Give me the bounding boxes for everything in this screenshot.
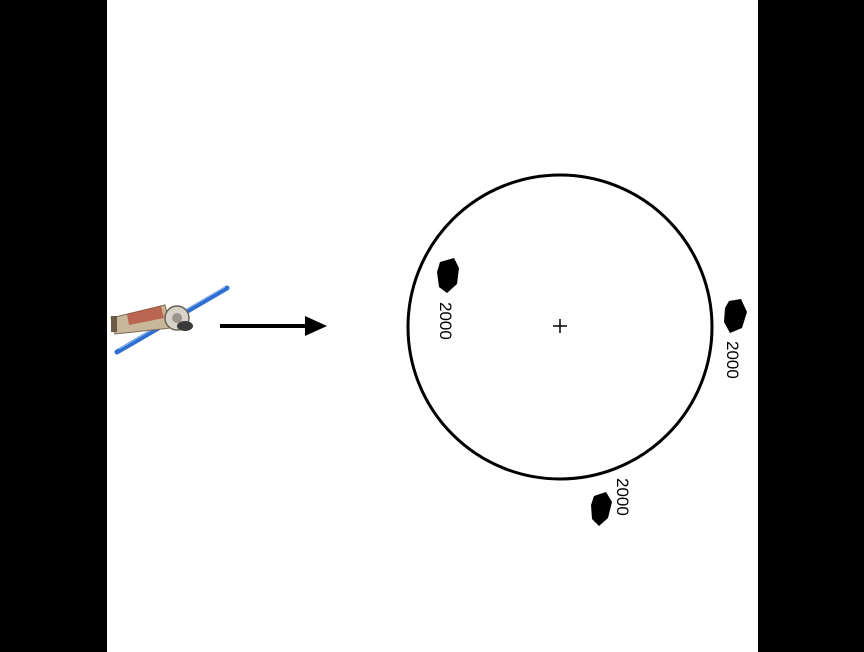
diagram-panel: 2000 2000 2000: [107, 0, 758, 652]
fragment-label: 2000: [723, 341, 742, 379]
right-arrow-icon: [220, 316, 327, 336]
satellite-icon: [110, 285, 230, 355]
fragment-label: 2000: [613, 478, 632, 516]
orbit-circle: [406, 173, 714, 481]
fragment-label: 2000: [436, 302, 455, 340]
diagram-canvas: 2000 2000 2000: [110, 173, 747, 526]
debris-fragment-icon: [724, 299, 747, 333]
crosshair-icon: [553, 319, 567, 333]
debris-fragment-icon: [437, 258, 459, 293]
debris-fragment-3: 2000: [591, 478, 632, 526]
debris-fragment-icon: [591, 492, 612, 526]
debris-fragment-1: 2000: [436, 258, 459, 340]
debris-fragment-2: 2000: [723, 299, 747, 379]
